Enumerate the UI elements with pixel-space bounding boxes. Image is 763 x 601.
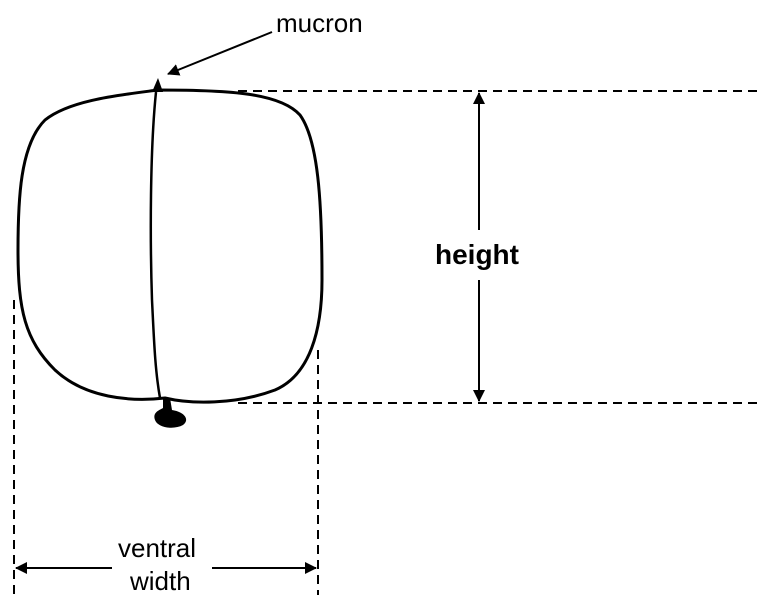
ventral-label: ventral [118,533,196,563]
mucron-label: mucron [276,8,363,38]
seed-outline [16,88,324,404]
ventral-midline [149,91,162,399]
height-label: height [435,239,519,270]
hilum-blob [154,398,187,428]
mucron-tip [152,78,163,92]
width-label: width [129,566,191,596]
mucron-pointer [167,31,273,76]
